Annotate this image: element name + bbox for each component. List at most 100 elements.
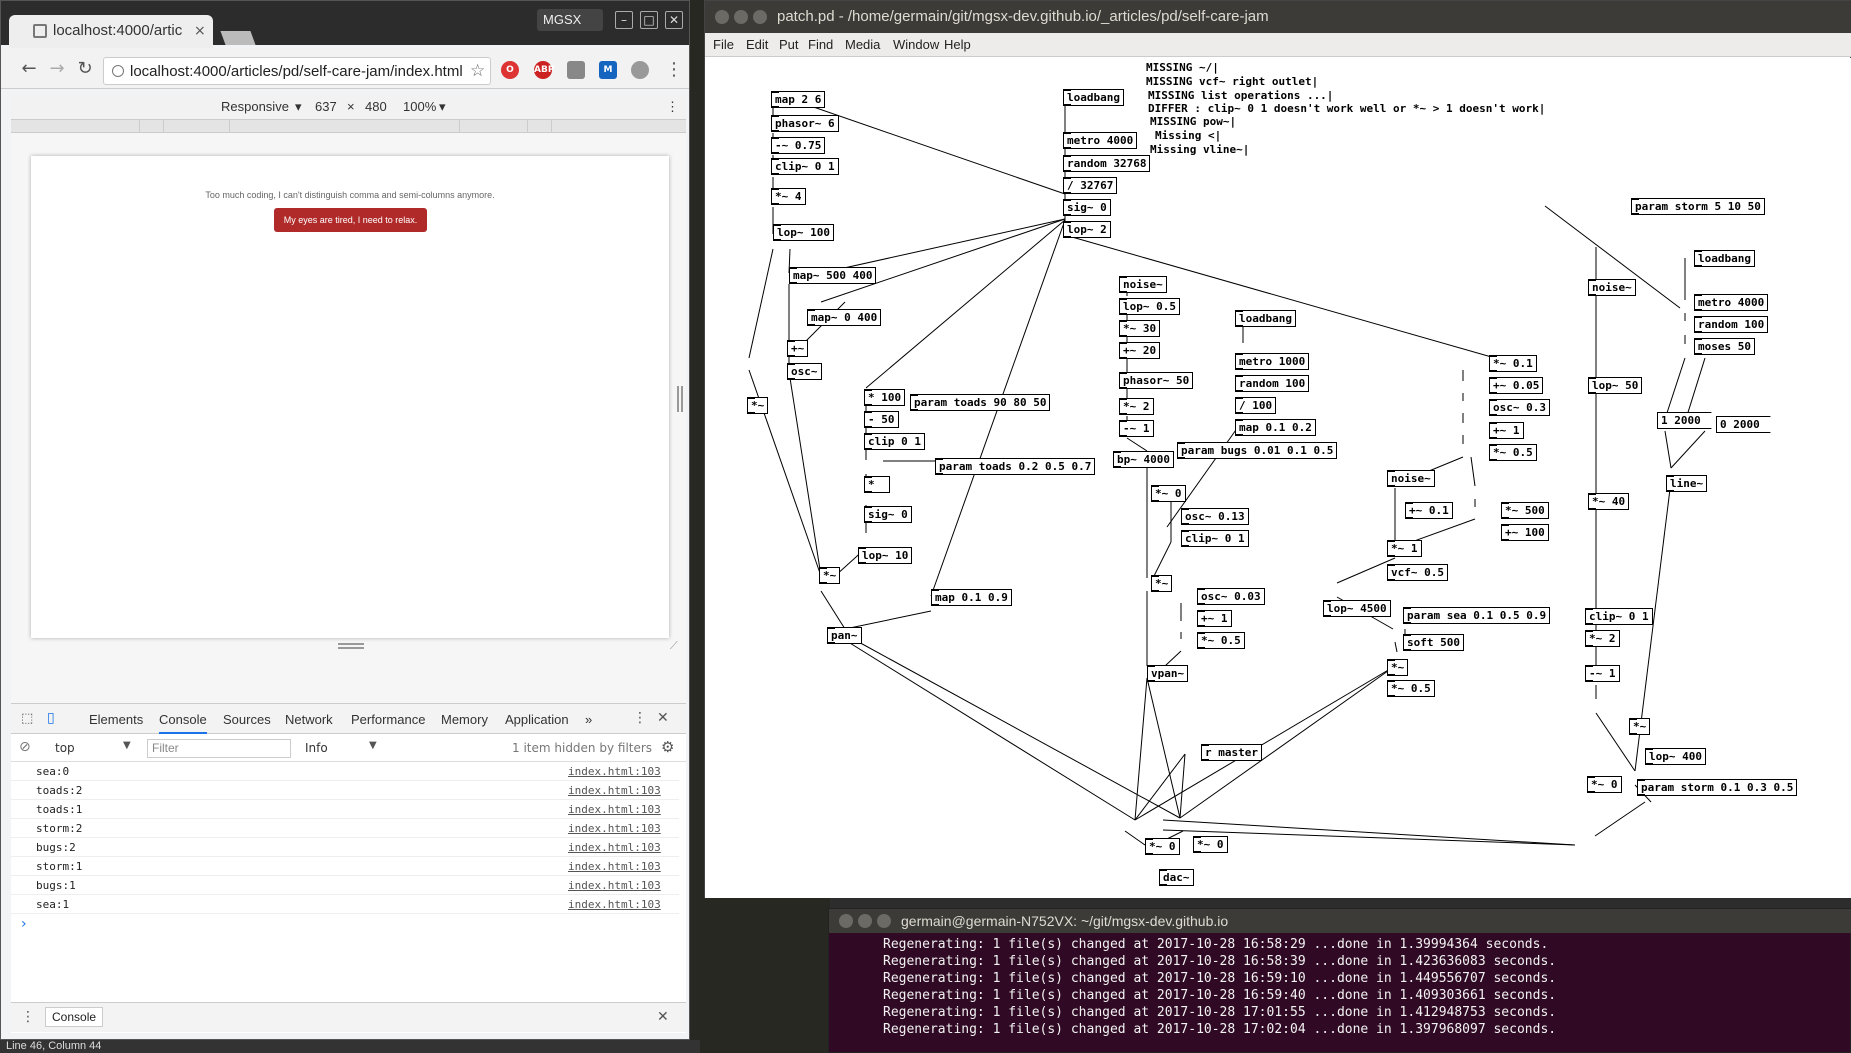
address-bar[interactable]: localhost:4000/articles/pd/self-care-jam… [103,57,491,85]
pd-object[interactable]: osc~ 0.03 [1197,588,1265,605]
tab-application[interactable]: Application [505,712,569,727]
pd-object[interactable]: map~ 500 400 [789,267,877,284]
log-level-select[interactable]: Info [305,741,328,755]
viewport-width[interactable]: 637 [315,99,337,114]
pd-object[interactable]: *~ 2 [1119,398,1154,415]
pd-object[interactable]: *~ 30 [1119,320,1161,337]
pd-object[interactable]: -~ 0.75 [771,137,826,154]
close-window-button[interactable] [715,10,729,24]
pd-object[interactable]: lop~ 2 [1063,221,1111,238]
pd-object[interactable]: soft 500 [1403,634,1464,651]
pd-object[interactable]: *~ 4 [771,188,806,205]
chrome-menu-icon[interactable]: ⋮ [665,59,683,80]
pd-object[interactable]: r master [1201,744,1262,761]
clear-console-icon[interactable]: ⊘ [19,739,31,755]
inspect-element-icon[interactable]: ⬚ [21,711,34,726]
pd-object[interactable]: map 0.1 0.9 [931,589,1012,606]
pd-object[interactable]: *~ 0 [1193,836,1228,853]
tab-memory[interactable]: Memory [441,712,488,727]
pd-object[interactable]: *~ [747,397,769,414]
pd-message[interactable]: 1 2000 [1657,412,1712,429]
pd-object[interactable]: noise~ [1588,279,1636,296]
maximize-button[interactable] [753,10,767,24]
pd-object[interactable]: * 100 [864,389,906,406]
pd-object[interactable]: *~ 0 [1587,776,1622,793]
pd-object[interactable]: map 0.1 0.2 [1235,419,1316,436]
pd-object[interactable]: moses 50 [1694,338,1755,355]
pd-object[interactable]: +~ 0.1 [1405,502,1453,519]
close-window-button[interactable]: ✕ [665,11,683,29]
pd-object[interactable]: clip~ 0 1 [1181,530,1249,547]
pd-object[interactable]: map~ 0 400 [807,309,882,326]
pd-object[interactable]: loadbang [1063,89,1124,106]
back-arrow-icon[interactable]: ← [21,58,37,79]
pd-object[interactable]: lop~ 50 [1588,377,1643,394]
pd-object[interactable]: *~ [1629,718,1651,735]
pd-object[interactable]: *~ 0.5 [1489,444,1537,461]
pd-object[interactable]: param storm 5 10 50 [1631,198,1765,215]
device-toggle-icon[interactable]: ▯ [47,710,55,726]
terminal-window[interactable]: germain@germain-N752VX: ~/git/mgsx-dev.g… [828,908,1851,1053]
tab-network[interactable]: Network [285,712,333,727]
menu-file[interactable]: File [713,37,734,52]
pd-object[interactable]: vcf~ 0.5 [1387,564,1448,581]
pd-object[interactable]: +~ [787,340,809,357]
pd-object[interactable]: dac~ [1159,869,1194,886]
pd-object[interactable]: *~ [819,567,841,584]
pd-object[interactable]: +~ 0.05 [1489,377,1544,394]
pd-object[interactable]: osc~ 0.13 [1181,508,1249,525]
relax-button[interactable]: My eyes are tired, I need to relax. [274,208,427,232]
viewport-resize-corner-icon[interactable]: ⟋ [670,639,678,652]
pd-object[interactable]: metro 4000 [1063,132,1138,149]
m-extension-icon[interactable]: M [599,61,617,79]
pd-object[interactable]: line~ [1666,475,1708,492]
profile-badge[interactable]: MGSX [537,9,603,31]
patch-comment[interactable]: MISSING list operations ...| [1148,89,1334,102]
console-settings-gear-icon[interactable]: ⚙ [661,738,675,756]
browser-tab[interactable]: localhost:4000/artic × [9,15,213,48]
console-filter-input[interactable]: Filter [147,739,291,758]
log-source-link[interactable]: index.html:103 [568,898,661,911]
console-prompt[interactable]: › [21,916,27,932]
patch-comment[interactable]: MISSING vcf~ right outlet| [1146,75,1319,88]
menu-find[interactable]: Find [808,37,834,52]
pd-object[interactable]: -~ 1 [1585,665,1620,682]
pd-object[interactable]: / 32767 [1063,177,1118,194]
pd-object[interactable]: lop~ 100 [773,224,834,241]
pd-object[interactable]: *~ 1 [1387,540,1422,557]
pd-object[interactable]: random 32768 [1063,155,1151,172]
menu-put[interactable]: Put [779,37,799,52]
pd-object[interactable]: *~ 0.5 [1387,680,1435,697]
pd-object[interactable]: +~ 1 [1197,610,1232,627]
pd-object[interactable]: param toads 0.2 0.5 0.7 [935,458,1096,475]
log-source-link[interactable]: index.html:103 [568,860,661,873]
site-info-icon[interactable] [112,65,124,77]
minimize-button[interactable] [858,914,872,928]
pd-object[interactable]: osc~ 0.3 [1489,399,1550,416]
pd-object[interactable]: param toads 90 80 50 [910,394,1051,411]
pd-message[interactable]: 0 2000 [1716,416,1771,433]
pd-object[interactable]: *~ [1151,575,1173,592]
patch-comment[interactable]: Missing <| [1155,129,1222,142]
media-query-ruler[interactable] [11,119,686,134]
log-source-link[interactable]: index.html:103 [568,784,661,797]
patch-comment[interactable]: MISSING pow~| [1150,115,1237,128]
pd-object[interactable]: metro 4000 [1694,294,1769,311]
device-toolbar-menu-icon[interactable]: ⋮ [666,99,679,114]
pd-object[interactable]: *~ 40 [1588,493,1630,510]
menu-window[interactable]: Window [893,37,940,52]
pd-object[interactable]: param sea 0.1 0.5 0.9 [1403,607,1551,624]
bookmark-star-icon[interactable]: ☆ [470,61,486,81]
viewport-resize-handle-bottom[interactable] [338,643,364,649]
devtools-menu-icon[interactable]: ⋮ [633,710,647,726]
pd-object[interactable]: lop~ 4500 [1323,600,1391,617]
pd-object[interactable]: *~ 500 [1501,502,1549,519]
context-select[interactable]: top [55,741,75,755]
viewport-height[interactable]: 480 [365,99,387,114]
drawer-menu-icon[interactable]: ⋮ [21,1009,35,1025]
pd-object[interactable]: vpan~ [1147,665,1189,682]
pd-object[interactable]: osc~ [787,363,822,380]
tab-console[interactable]: Console [159,712,207,734]
log-source-link[interactable]: index.html:103 [568,841,661,854]
tab-sources[interactable]: Sources [223,712,271,727]
